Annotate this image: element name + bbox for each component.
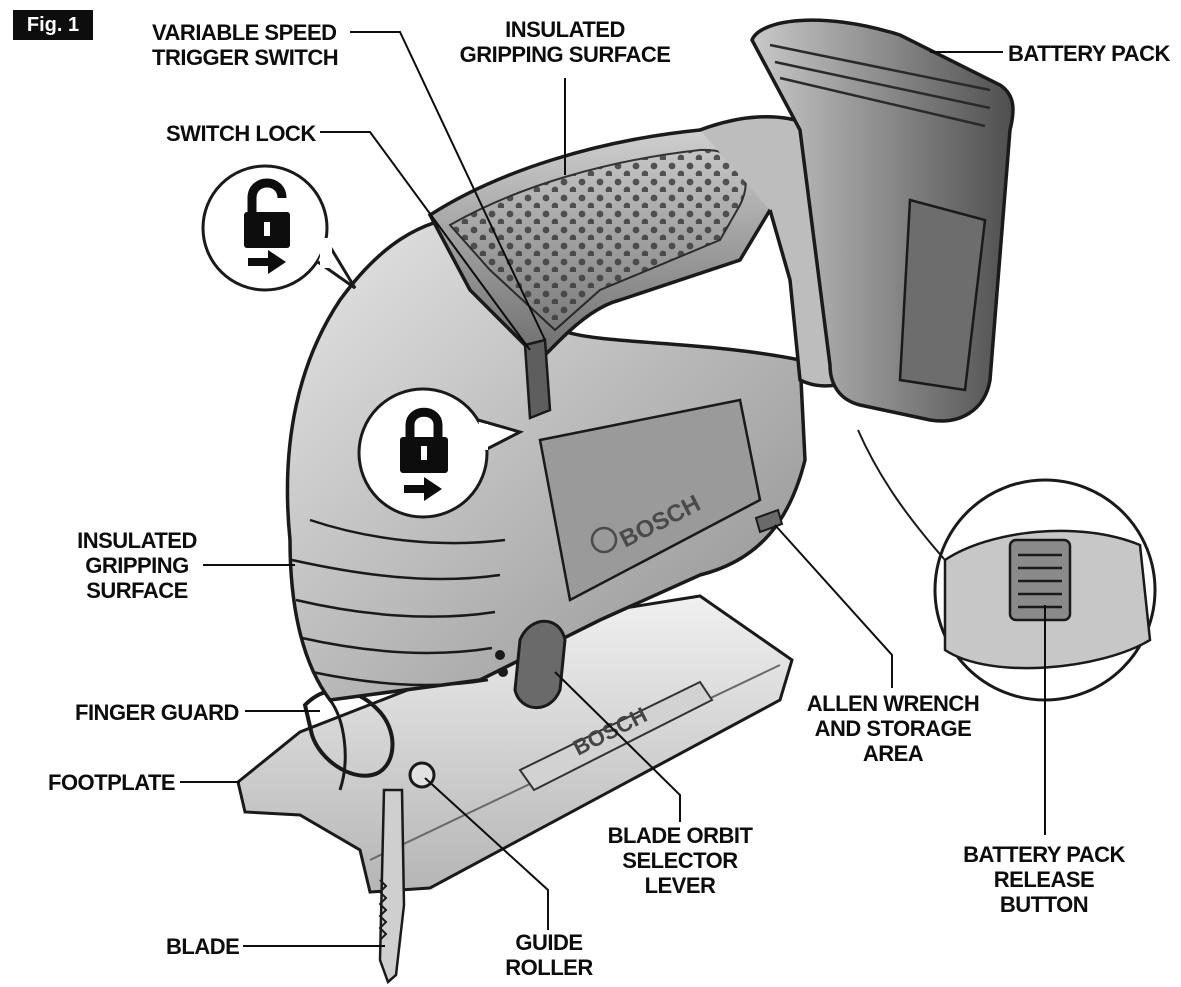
label-line: INSULATED: [77, 528, 197, 553]
label-line: BATTERY PACK: [963, 842, 1125, 867]
label-line: VARIABLE SPEED: [152, 20, 337, 45]
motor-housing: BOSCH: [285, 213, 807, 710]
label-line: GUIDE: [515, 930, 583, 955]
label-line: AREA: [862, 741, 924, 766]
unlock-bubble: [201, 164, 357, 292]
leader-allen-wrench: [774, 524, 893, 688]
label-finger-guard: FINGER GUARD: [75, 700, 239, 725]
label-battery-pack: BATTERY PACK: [1008, 41, 1170, 66]
leader-guide-roller: [424, 777, 549, 930]
label-footplate: FOOTPLATE: [48, 770, 176, 795]
lock-bubble: [357, 387, 525, 519]
leader-blade-orbit: [554, 671, 681, 822]
label-line: RELEASE: [993, 867, 1095, 892]
lock-icon: [400, 407, 448, 473]
label-blade: BLADE: [166, 934, 240, 959]
label-line: SELECTOR: [622, 848, 738, 873]
label-insulated-grip-left: INSULATED GRIPPING SURFACE: [68, 528, 206, 603]
label-line: TRIGGER SWITCH: [152, 45, 339, 70]
battery-pack-shape: [750, 18, 1015, 423]
label-variable-speed-trigger: VARIABLE SPEED TRIGGER SWITCH: [152, 20, 339, 70]
unlock-icon: [244, 178, 290, 248]
label-insulated-grip-top: INSULATED GRIPPING SURFACE: [454, 17, 676, 67]
label-guide-roller: GUIDE ROLLER: [496, 930, 602, 980]
arrow-right-icon: [404, 477, 442, 501]
leader-variable-speed: [350, 31, 546, 341]
label-line: INSULATED: [505, 17, 625, 42]
arrow-right-icon: [248, 250, 286, 274]
label-line: ALLEN WRENCH: [806, 691, 980, 716]
label-allen-wrench: ALLEN WRENCH AND STORAGE AREA: [800, 691, 986, 766]
label-line: AND STORAGE: [814, 716, 972, 741]
label-switch-lock: SWITCH LOCK: [166, 121, 316, 146]
label-line: LEVER: [644, 873, 716, 898]
label-blade-orbit-selector: BLADE ORBIT SELECTOR LEVER: [600, 823, 760, 898]
label-line: GRIPPING: [85, 553, 189, 578]
label-line: GRIPPING SURFACE: [459, 42, 671, 67]
leader-switch-lock: [320, 131, 531, 351]
blade-shape: [378, 788, 406, 985]
label-line: BUTTON: [999, 892, 1089, 917]
label-battery-release: BATTERY PACK RELEASE BUTTON: [955, 842, 1133, 917]
leader-lines: [180, 31, 1046, 947]
label-line: BLADE ORBIT: [607, 823, 753, 848]
label-line: ROLLER: [505, 955, 593, 980]
release-button-detail: [857, 429, 1157, 702]
label-line: SURFACE: [86, 578, 188, 603]
figure-badge: Fig. 1: [13, 10, 93, 40]
